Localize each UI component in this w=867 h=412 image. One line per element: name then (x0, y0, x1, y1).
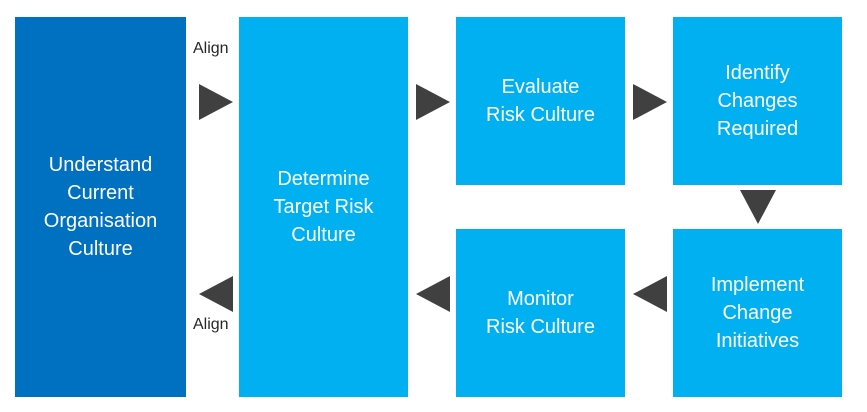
arrow-left-target-to-understand-icon (199, 276, 233, 312)
step-identify-label: Identify Changes Required (716, 62, 799, 140)
step-monitor-label: Monitor Risk Culture (486, 288, 595, 338)
arrow-left-monitor-to-target-icon (416, 276, 450, 312)
step-implement-initiatives: Implement Change Initiatives (673, 229, 842, 397)
arrow-down-identify-to-implement-icon (740, 190, 776, 224)
align-label-bottom: Align (193, 316, 229, 333)
arrow-right-understand-to-target-icon (199, 84, 233, 120)
arrow-right-target-to-evaluate-icon (416, 84, 450, 120)
arrow-right-evaluate-to-identify-icon (633, 84, 667, 120)
step-identify-changes: Identify Changes Required (673, 17, 842, 185)
step-evaluate-label: Evaluate Risk Culture (486, 76, 595, 126)
align-label-top: Align (193, 40, 229, 57)
step-monitor-risk-culture: Monitor Risk Culture (456, 229, 625, 397)
step-determine-target-culture: Determine Target Risk Culture (239, 17, 408, 397)
step-target-label: Determine Target Risk Culture (273, 168, 374, 246)
step-implement-label: Implement Change Initiatives (710, 274, 805, 352)
step-understand-label: Understand Current Organisation Culture (43, 154, 158, 260)
step-evaluate-risk-culture: Evaluate Risk Culture (456, 17, 625, 185)
arrow-left-implement-to-monitor-icon (633, 276, 667, 312)
step-understand-current-culture: Understand Current Organisation Culture (15, 17, 186, 397)
